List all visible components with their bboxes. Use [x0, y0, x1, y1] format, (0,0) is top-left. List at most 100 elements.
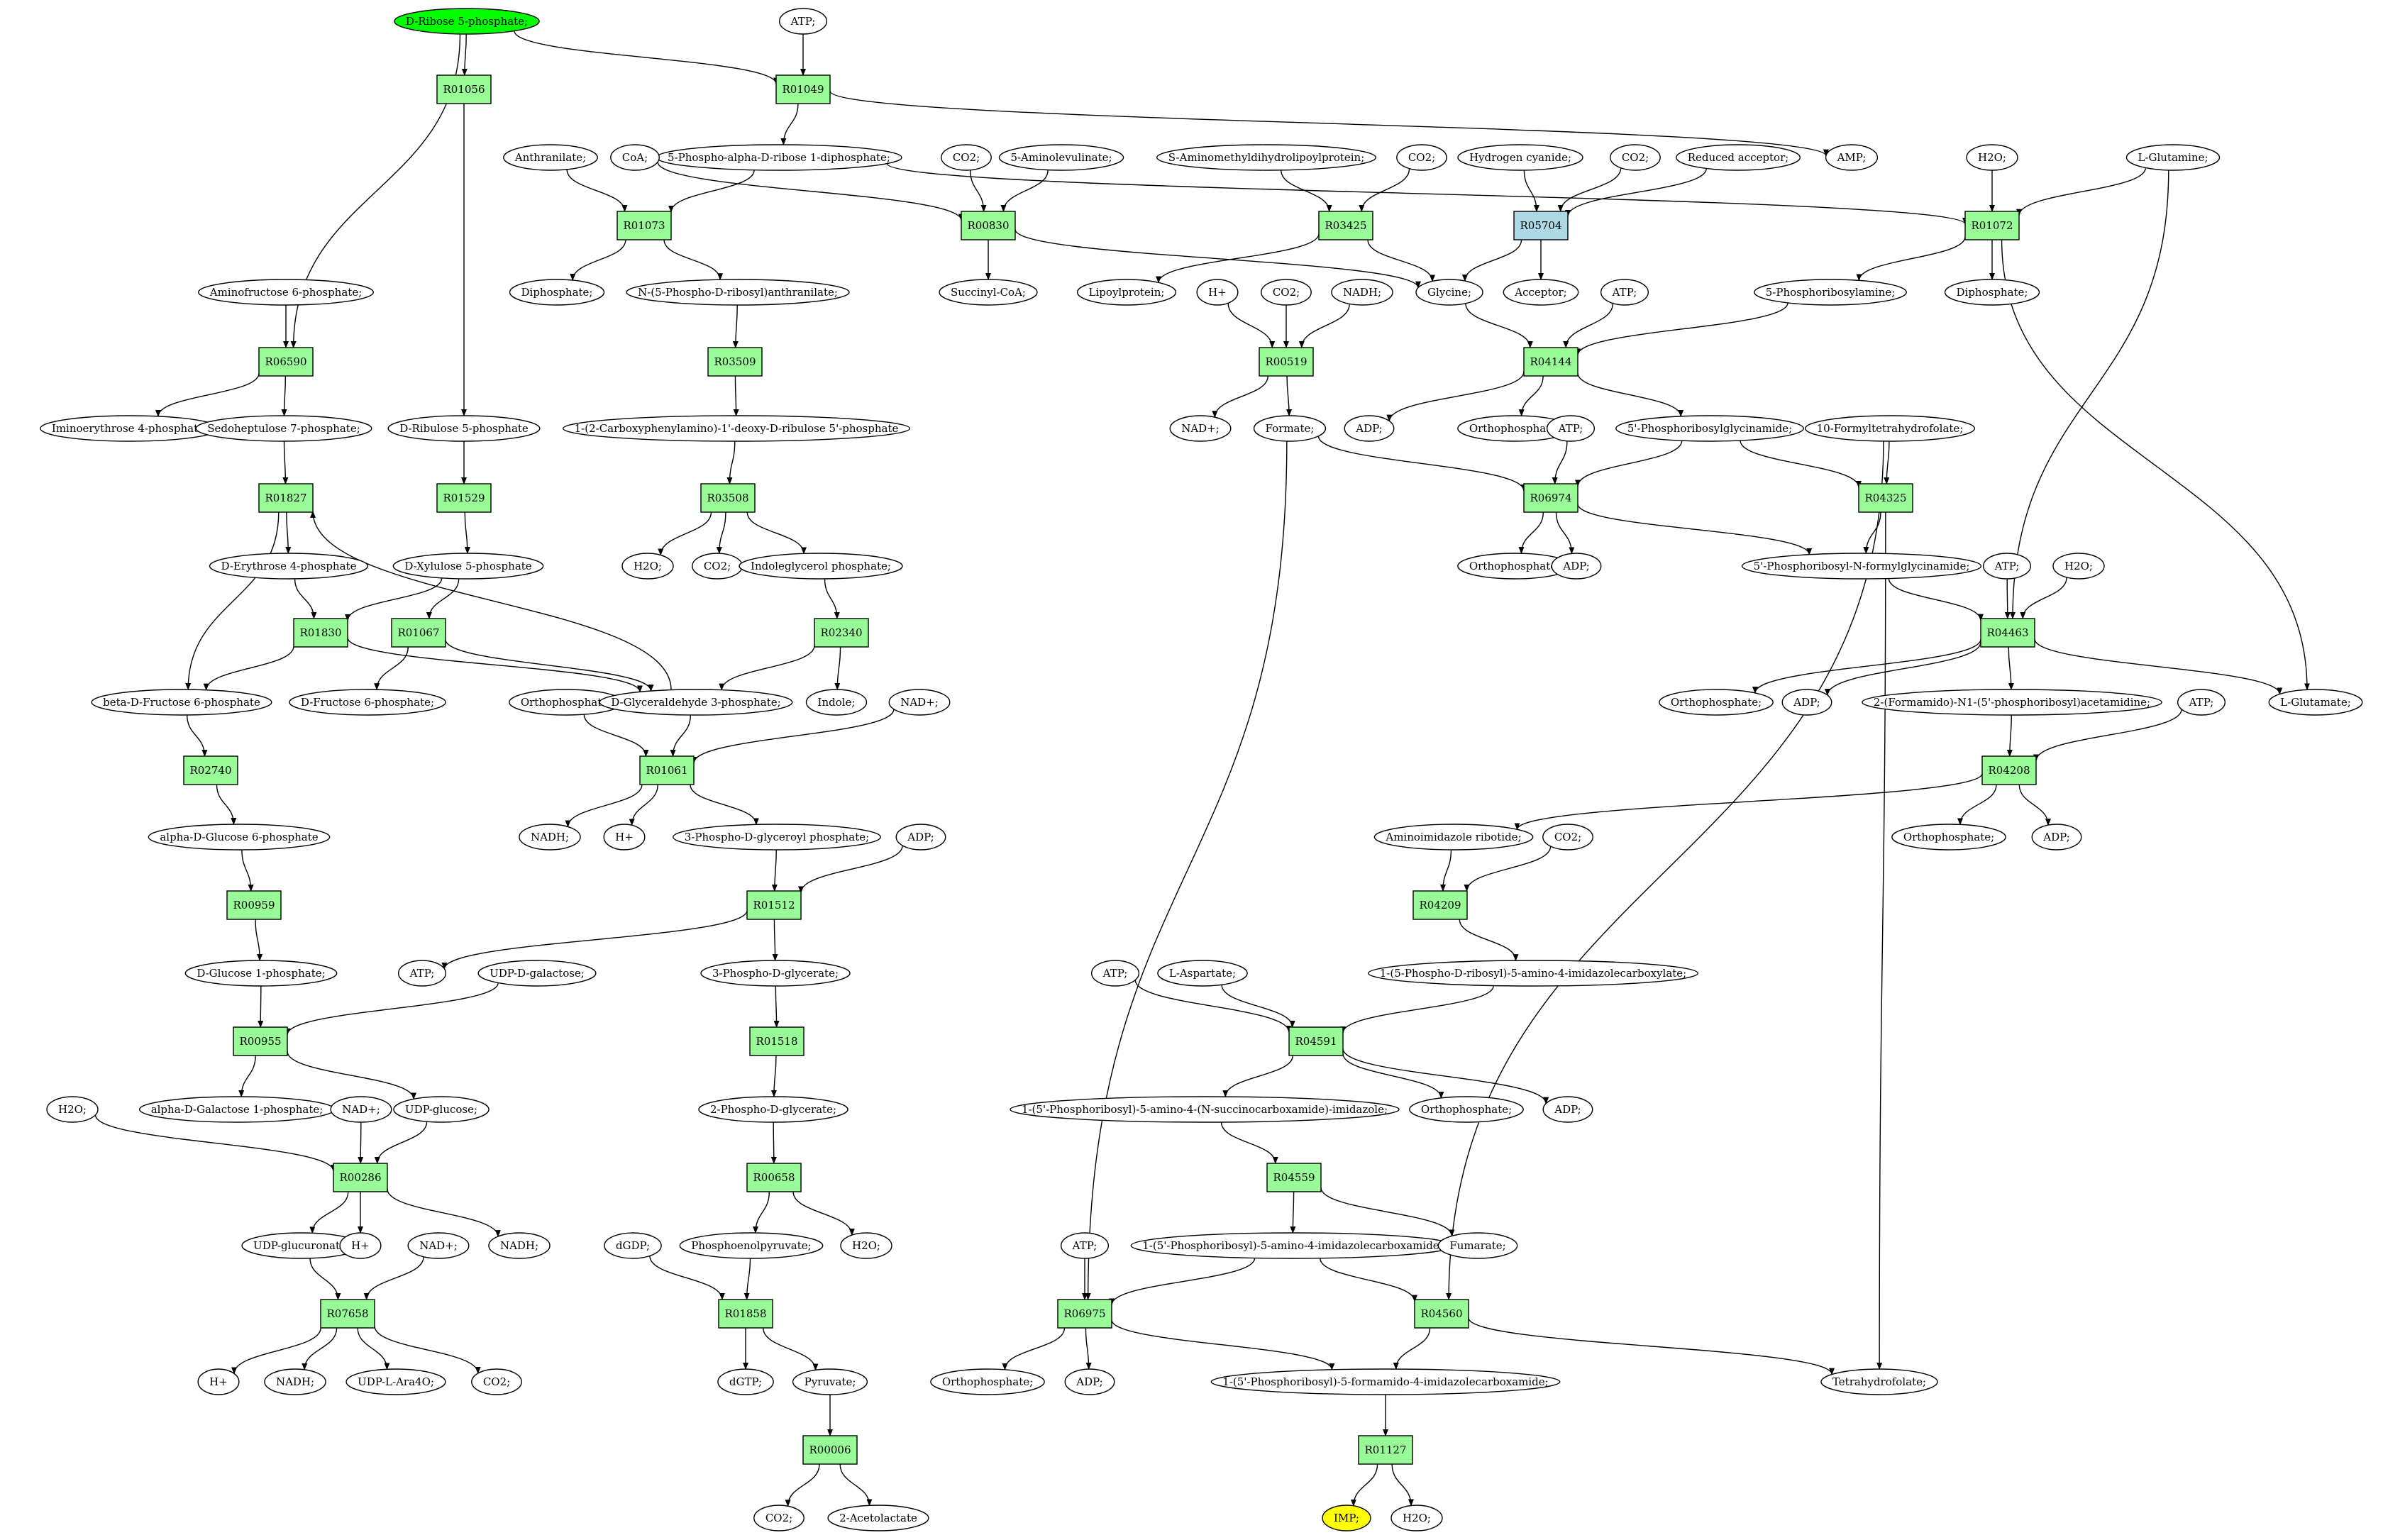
- compound-node-igp[interactable]: Indoleglycerol phosphate;: [739, 553, 903, 580]
- compound-node-adp_d[interactable]: ADP;: [895, 824, 946, 851]
- compound-node-diphosphate_a[interactable]: Diphosphate;: [509, 279, 605, 306]
- reaction-node-R01830[interactable]: R01830: [293, 618, 348, 648]
- compound-node-gar[interactable]: 5'-Phosphoribosylglycinamide;: [1615, 415, 1804, 442]
- compound-node-hcn[interactable]: Hydrogen cyanide;: [1457, 144, 1583, 171]
- reaction-node-R01061[interactable]: R01061: [639, 755, 695, 785]
- compound-node-diphosphate_b[interactable]: Diphosphate;: [1944, 279, 2040, 306]
- reaction-node-R04591[interactable]: R04591: [1288, 1026, 1344, 1056]
- compound-node-hplus_b[interactable]: H+: [603, 824, 646, 851]
- compound-node-fgar[interactable]: 5'-Phosphoribosyl-N-formylglycinamide;: [1741, 553, 1982, 580]
- reaction-node-R06974[interactable]: R06974: [1523, 483, 1578, 513]
- compound-node-indole[interactable]: Indole;: [805, 689, 868, 716]
- compound-node-air[interactable]: Aminoimidazole ribotide;: [1373, 824, 1534, 851]
- compound-node-saicar[interactable]: 1-(5'-Phosphoribosyl)-5-amino-4-(N-succi…: [1010, 1096, 1400, 1123]
- compound-node-nadplus_c[interactable]: NAD+;: [330, 1096, 392, 1123]
- compound-node-co2_a[interactable]: CO2;: [941, 144, 992, 171]
- compound-node-orthop_b[interactable]: Orthophosphate;: [1457, 553, 1572, 580]
- reaction-node-R04463[interactable]: R04463: [1980, 618, 2035, 648]
- compound-node-2pg[interactable]: 2-Phospho-D-glycerate;: [698, 1096, 848, 1123]
- compound-node-atp_top[interactable]: ATP;: [778, 8, 828, 35]
- reaction-node-R01073[interactable]: R01073: [617, 211, 672, 240]
- compound-node-atp_b[interactable]: ATP;: [1600, 279, 1649, 306]
- compound-node-erythrose4p[interactable]: D-Erythrose 4-phosphate: [209, 553, 369, 580]
- compound-node-co2_c[interactable]: CO2;: [1610, 144, 1661, 171]
- compound-node-co2_g[interactable]: CO2;: [471, 1368, 522, 1395]
- compound-node-cair[interactable]: 1-(5-Phospho-D-ribosyl)-5-amino-4-imidaz…: [1368, 960, 1698, 987]
- compound-node-acceptor[interactable]: Acceptor;: [1503, 279, 1579, 306]
- compound-node-atp_g[interactable]: ATP;: [1090, 960, 1140, 987]
- reaction-node-R00658[interactable]: R00658: [746, 1163, 802, 1192]
- compound-node-atp_h[interactable]: ATP;: [1060, 1232, 1110, 1259]
- reaction-node-R01056[interactable]: R01056: [436, 74, 492, 104]
- reaction-node-R00519[interactable]: R00519: [1259, 347, 1314, 377]
- compound-node-lglutamine[interactable]: L-Glutamine;: [2125, 144, 2221, 171]
- compound-node-atp_e[interactable]: ATP;: [2177, 689, 2226, 716]
- reaction-node-R04559[interactable]: R04559: [1266, 1163, 1322, 1192]
- compound-node-redacc[interactable]: Reduced acceptor;: [1676, 144, 1801, 171]
- compound-node-fgam[interactable]: 2-(Formamido)-N1-(5'-phosphoribosyl)acet…: [1862, 689, 2162, 716]
- reaction-node-R00959[interactable]: R00959: [226, 890, 282, 920]
- reaction-node-R00286[interactable]: R00286: [333, 1163, 388, 1192]
- reaction-node-R07658[interactable]: R07658: [320, 1299, 375, 1329]
- compound-node-nadplus_b[interactable]: NAD+;: [888, 689, 951, 716]
- compound-node-nadh_d[interactable]: NADH;: [264, 1368, 326, 1395]
- compound-node-succinylcoa[interactable]: Succinyl-CoA;: [939, 279, 1038, 306]
- compound-node-5pra[interactable]: 5-Phosphoribosylamine;: [1754, 279, 1907, 306]
- reaction-node-R00830[interactable]: R00830: [961, 211, 1016, 240]
- reaction-node-R04560[interactable]: R04560: [1414, 1299, 1469, 1329]
- compound-node-orthop_a[interactable]: Orthophosphate;: [1457, 415, 1572, 442]
- compound-node-h2o_d[interactable]: H2O;: [46, 1096, 99, 1123]
- compound-node-pyruvate[interactable]: Pyruvate;: [792, 1368, 868, 1395]
- compound-node-orthop_g[interactable]: Orthophosphate;: [930, 1368, 1045, 1395]
- reaction-node-R04144[interactable]: R04144: [1523, 347, 1578, 377]
- reaction-node-R03425[interactable]: R03425: [1318, 211, 1373, 240]
- compound-node-co2_e[interactable]: CO2;: [692, 553, 743, 580]
- compound-node-adp_e[interactable]: ADP;: [2031, 824, 2082, 851]
- compound-node-10fthf[interactable]: 10-Formyltetrahydrofolate;: [1804, 415, 1976, 442]
- compound-node-adp_f[interactable]: ADP;: [1542, 1096, 1593, 1123]
- compound-node-df6p[interactable]: D-Fructose 6-phosphate;: [289, 689, 446, 716]
- reaction-node-R01127[interactable]: R01127: [1358, 1435, 1413, 1465]
- compound-node-co2_h[interactable]: CO2;: [753, 1505, 805, 1531]
- compound-node-orthop_e[interactable]: Orthophosphate;: [1891, 824, 2006, 851]
- compound-node-fumarate[interactable]: Fumarate;: [1437, 1232, 1518, 1259]
- compound-node-adp_g[interactable]: ADP;: [1064, 1368, 1115, 1395]
- reaction-node-R05704[interactable]: R05704: [1513, 211, 1569, 240]
- compound-node-orthop_d[interactable]: Orthophosphate;: [1659, 689, 1774, 716]
- reaction-node-R04208[interactable]: R04208: [1981, 755, 2037, 785]
- compound-node-3pg_p[interactable]: 3-Phospho-D-glyceroyl phosphate;: [673, 824, 881, 851]
- compound-node-h2o_a[interactable]: H2O;: [1966, 144, 2018, 171]
- compound-node-g3p[interactable]: D-Glyceraldehyde 3-phosphate;: [599, 689, 793, 716]
- reaction-node-R01072[interactable]: R01072: [1964, 211, 2020, 240]
- compound-node-cdrp[interactable]: 1-(2-Carboxyphenylamino)-1'-deoxy-D-ribu…: [562, 415, 911, 442]
- compound-node-ribose5p[interactable]: D-Ribose 5-phosphate;: [394, 8, 540, 35]
- compound-node-aicar[interactable]: 1-(5'-Phosphoribosyl)-5-amino-4-imidazol…: [1130, 1232, 1455, 1259]
- compound-node-dgtp[interactable]: dGTP;: [717, 1368, 774, 1395]
- compound-node-aminolevulinate[interactable]: 5-Aminolevulinate;: [998, 144, 1124, 171]
- compound-node-sedoheptulose[interactable]: Sedoheptulose 7-phosphate;: [195, 415, 372, 442]
- reaction-node-R03509[interactable]: R03509: [707, 347, 763, 377]
- compound-node-faicar[interactable]: 1-(5'-Phosphoribosyl)-5-formamido-4-imid…: [1210, 1368, 1561, 1395]
- compound-node-3pg[interactable]: 3-Phospho-D-glycerate;: [700, 960, 851, 987]
- compound-node-co2_d[interactable]: CO2;: [1261, 279, 1312, 306]
- compound-node-nadh_b[interactable]: NADH;: [519, 824, 581, 851]
- compound-node-co2_f[interactable]: CO2;: [1542, 824, 1593, 851]
- compound-node-xylulose5p[interactable]: D-Xylulose 5-phosphate: [392, 553, 544, 580]
- compound-node-udpara[interactable]: UDP-L-Ara4O;: [345, 1368, 446, 1395]
- compound-node-orthop_c[interactable]: Orthophosphate;: [509, 689, 624, 716]
- compound-node-h2o_e[interactable]: H2O;: [840, 1232, 892, 1259]
- compound-node-hplus_a[interactable]: H+: [1196, 279, 1239, 306]
- compound-node-nadh_a[interactable]: NADH;: [1331, 279, 1393, 306]
- compound-node-nadplus_d[interactable]: NAD+;: [407, 1232, 470, 1259]
- compound-node-acetolactate[interactable]: 2-Acetolactate: [827, 1505, 929, 1531]
- compound-node-aminofructose[interactable]: Aminofructose 6-phosphate;: [198, 279, 374, 306]
- compound-node-atp_c[interactable]: ATP;: [1546, 415, 1596, 442]
- compound-node-imp[interactable]: IMP;: [1322, 1505, 1371, 1531]
- compound-node-coa[interactable]: CoA;: [610, 144, 660, 171]
- compound-node-udpglucose[interactable]: UDP-glucose;: [393, 1096, 490, 1123]
- reaction-node-R04325[interactable]: R04325: [1858, 483, 1913, 513]
- compound-node-adp_b[interactable]: ADP;: [1551, 553, 1602, 580]
- compound-node-udpgal[interactable]: UDP-D-galactose;: [477, 960, 597, 987]
- reaction-node-R04209[interactable]: R04209: [1412, 890, 1468, 920]
- compound-node-adp_c[interactable]: ADP;: [1781, 689, 1832, 716]
